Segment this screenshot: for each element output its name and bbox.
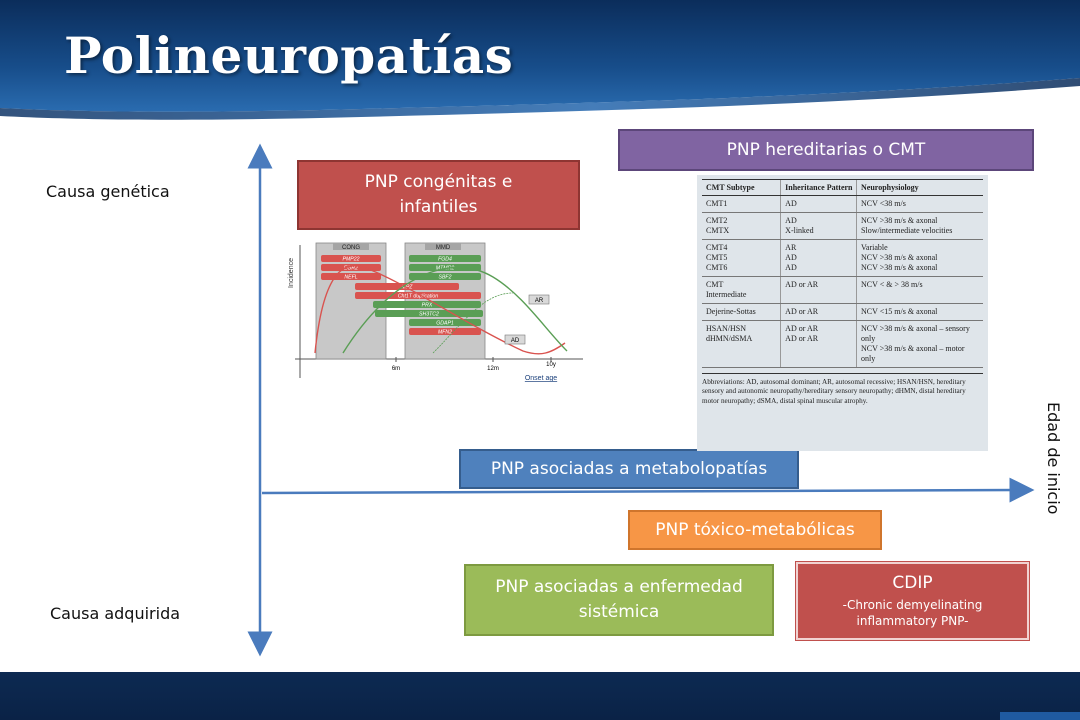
group-cong-label: CONG: [342, 245, 360, 251]
gene-label: MFN2: [438, 330, 452, 336]
gene-label: PRX: [422, 303, 433, 309]
gene-bar: [409, 328, 481, 335]
table-cell: AD or AR AD or AR: [780, 320, 857, 368]
box-cdip: CDIP -Chronic demyelinating inflammatory…: [796, 562, 1029, 640]
gene-label: SH3TC2: [419, 312, 439, 318]
table-cell: AR AD AD: [780, 239, 857, 277]
table-cell: CMT1: [702, 195, 781, 213]
box-systemic-label: PNP asociadas a enfermedad sistémica: [495, 577, 743, 622]
horizontal-axis: [261, 477, 1035, 503]
box-toxic-label: PNP tóxico-metabólicas: [655, 519, 855, 540]
figure-y-label: Incidence: [288, 258, 295, 288]
gene-label: GDAP1: [436, 321, 454, 327]
table-cell: AD or AR: [780, 276, 857, 304]
box-congenital-infantile-pnp: PNP congénitas e infantiles: [297, 160, 580, 230]
table-cell: NCV >38 m/s & axonal – sensory only NCV …: [856, 320, 983, 368]
curve-ad-label: AD: [511, 338, 520, 344]
table-cell: CMT2 CMTX: [702, 212, 781, 240]
slide-title: Polineuropatías: [64, 26, 514, 85]
gene-bar: [355, 292, 481, 299]
gene-label: SBF2: [439, 275, 452, 281]
cmt-header-inheritance: Inheritance Pattern: [780, 179, 857, 196]
table-cell: AD: [780, 195, 857, 213]
curve-ar-label: AR: [535, 298, 544, 304]
box-hereditary-label: PNP hereditarias o CMT: [726, 139, 926, 160]
table-cell: NCV < & > 38 m/s: [856, 276, 983, 304]
gene-bar: [409, 319, 481, 326]
gene-bar: [409, 255, 481, 262]
footer-band: [0, 672, 1080, 720]
table-cell: CMT4 CMT5 CMT6: [702, 239, 781, 277]
group-mmd-label: MMD: [436, 245, 451, 251]
box-metabolic-label: PNP asociadas a metabolopatías: [490, 458, 768, 479]
box-systemic-disease-pnp: PNP asociadas a enfermedad sistémica: [464, 564, 774, 636]
box-toxic-metabolic-pnp: PNP tóxico-metabólicas: [628, 510, 882, 550]
box-metabolic-pnp: PNP asociadas a metabolopatías: [459, 449, 799, 489]
cmt-table-header-row: CMT Subtype Inheritance Pattern Neurophy…: [702, 179, 983, 196]
cdip-subtitle: -Chronic demyelinating inflammatory PNP-: [842, 598, 983, 629]
gene-bar: [373, 301, 481, 308]
axis-label-acquired: Causa adquirida: [50, 604, 181, 623]
axis-label-genetic: Causa genética: [46, 182, 170, 201]
table-cell: Variable NCV >38 m/s & axonal NCV >38 m/…: [856, 239, 983, 277]
table-cell: NCV >38 m/s & axonal Slow/intermediate v…: [856, 212, 983, 240]
gene-bar: [409, 264, 481, 271]
cmt-header-neurophysiology: Neurophysiology: [856, 179, 983, 196]
axis-label-onset-age: Edad de inicio: [1044, 402, 1063, 515]
gene-bar: [355, 283, 459, 290]
gene-label: FGD4: [438, 257, 452, 263]
gene-label: NEFL: [344, 275, 357, 281]
gene-bar: [321, 255, 381, 262]
footer-accent: [1000, 712, 1080, 720]
box-congenital-label: PNP congénitas e infantiles: [364, 172, 513, 217]
cmt-subtype-table: CMT Subtype Inheritance Pattern Neurophy…: [697, 175, 988, 451]
gene-bar: [409, 273, 481, 280]
table-cell: Dejerine-Sottas: [702, 303, 781, 321]
gene-label: Cht1T duplication: [398, 294, 438, 300]
gene-label: EGR2: [344, 266, 358, 272]
table-cell: AD or AR: [780, 303, 857, 321]
figure-x-label: Onset age: [525, 375, 557, 382]
curve-green: [342, 266, 568, 354]
cmt-abbreviations: Abbreviations: AD, autosomal dominant; A…: [702, 373, 983, 406]
table-cell: NCV <38 m/s: [856, 195, 983, 213]
gene-label: PMP22: [342, 257, 359, 263]
table-cell: NCV <15 m/s & axonal: [856, 303, 983, 321]
table-cell: CMT Intermediate: [702, 276, 781, 304]
tick-6m: 6m: [392, 366, 400, 372]
gene-bar: [321, 264, 381, 271]
cdip-title: CDIP: [892, 573, 933, 594]
header-background: [0, 0, 1080, 120]
tick-10y: 10y: [546, 362, 556, 368]
table-cell: AD X-linked: [780, 212, 857, 240]
table-cell: HSAN/HSN dHMN/dSMA: [702, 320, 781, 368]
tick-12m: 12m: [487, 366, 499, 372]
incidence-chart: Incidence CONG MMD PMP22EGR2NEFLFGD4MTMR…: [288, 242, 583, 382]
curve-cong-red: [314, 265, 566, 355]
curve-ar: [432, 292, 514, 354]
cmt-header-subtype: CMT Subtype: [702, 179, 781, 196]
box-hereditary-cmt: PNP hereditarias o CMT: [618, 129, 1034, 171]
cmt-table: CMT Subtype Inheritance Pattern Neurophy…: [702, 179, 983, 368]
header-band: Polineuropatías: [0, 0, 1080, 122]
